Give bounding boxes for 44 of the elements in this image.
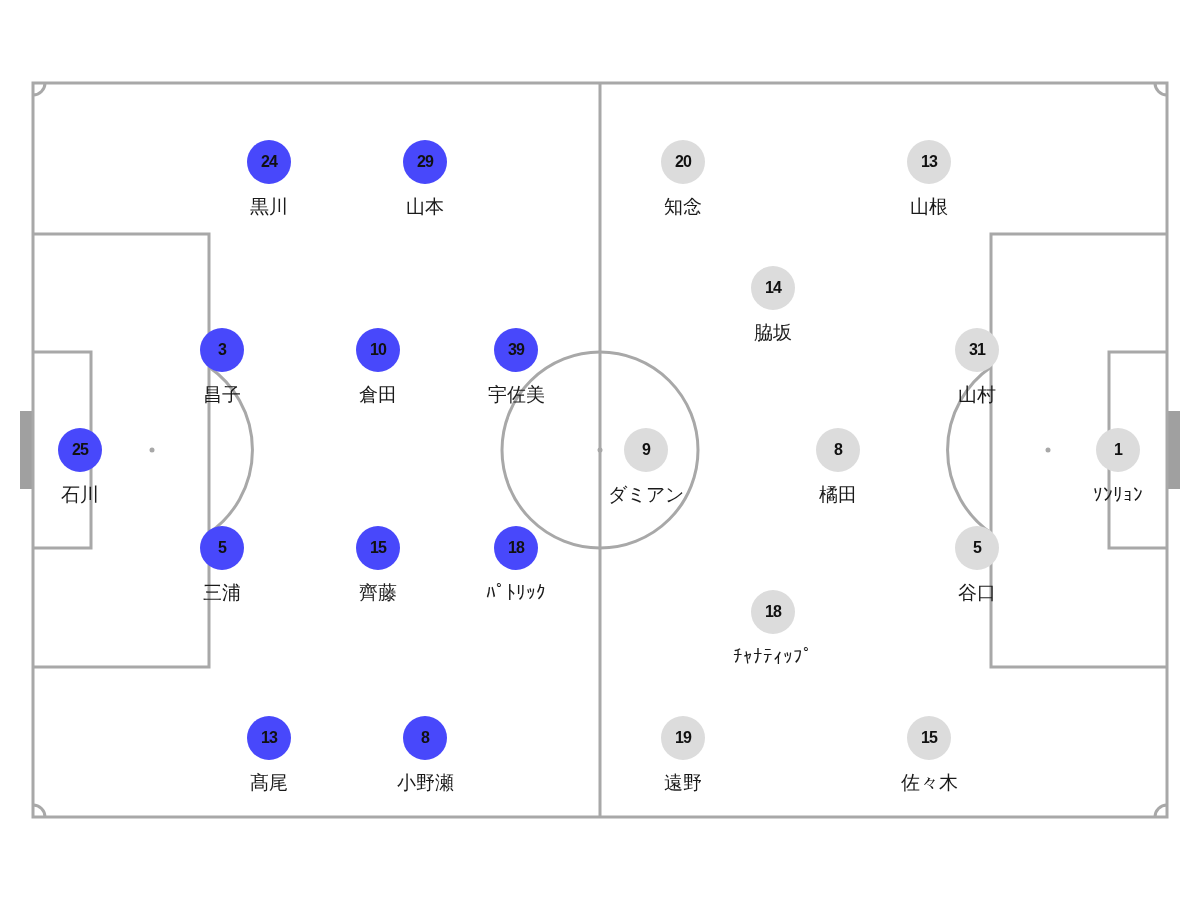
player-name: ダミアン [608, 482, 684, 506]
player-name: 遠野 [664, 770, 702, 794]
player-name: 黒川 [250, 194, 288, 218]
player-circle: 9 [624, 428, 668, 472]
player-circle: 13 [247, 716, 291, 760]
player-name: 橘田 [819, 482, 857, 506]
player-name: 小野瀬 [396, 770, 454, 794]
player-name: 山根 [910, 194, 948, 218]
player-circle: 1 [1096, 428, 1140, 472]
player-name: 谷口 [958, 580, 996, 604]
player-name: ﾊﾟﾄﾘｯｸ [486, 580, 546, 604]
player-circle: 25 [58, 428, 102, 472]
player-circle: 3 [200, 328, 244, 372]
player-circle: 19 [661, 716, 705, 760]
player-name: 知念 [664, 194, 702, 218]
player-circle: 18 [751, 590, 795, 634]
player-circle: 14 [751, 266, 795, 310]
player-name: ﾁｬﾅﾃｨｯﾌﾟ [733, 644, 813, 668]
player-name: 山本 [406, 194, 444, 218]
player-name: 髙尾 [250, 770, 288, 794]
player-circle: 15 [907, 716, 951, 760]
player-name: 脇坂 [754, 320, 792, 344]
player-circle: 8 [816, 428, 860, 472]
player-circle: 29 [403, 140, 447, 184]
player-name: 石川 [61, 482, 99, 506]
player-circle: 24 [247, 140, 291, 184]
player-circle: 31 [955, 328, 999, 372]
player-name: 山村 [958, 382, 996, 406]
player-circle: 39 [494, 328, 538, 372]
player-circle: 10 [356, 328, 400, 372]
player-name: 倉田 [359, 382, 397, 406]
player-circle: 13 [907, 140, 951, 184]
player-circle: 15 [356, 526, 400, 570]
player-circle: 20 [661, 140, 705, 184]
player-name: 齊藤 [359, 580, 397, 604]
player-name: 佐々木 [900, 770, 958, 794]
player-name: 三浦 [203, 580, 241, 604]
player-circle: 5 [200, 526, 244, 570]
player-name: ｿﾝﾘｮﾝ [1093, 482, 1143, 506]
player-circle: 8 [403, 716, 447, 760]
player-name: 宇佐美 [487, 382, 545, 406]
player-name: 昌子 [203, 382, 241, 406]
player-circle: 18 [494, 526, 538, 570]
player-circle: 5 [955, 526, 999, 570]
